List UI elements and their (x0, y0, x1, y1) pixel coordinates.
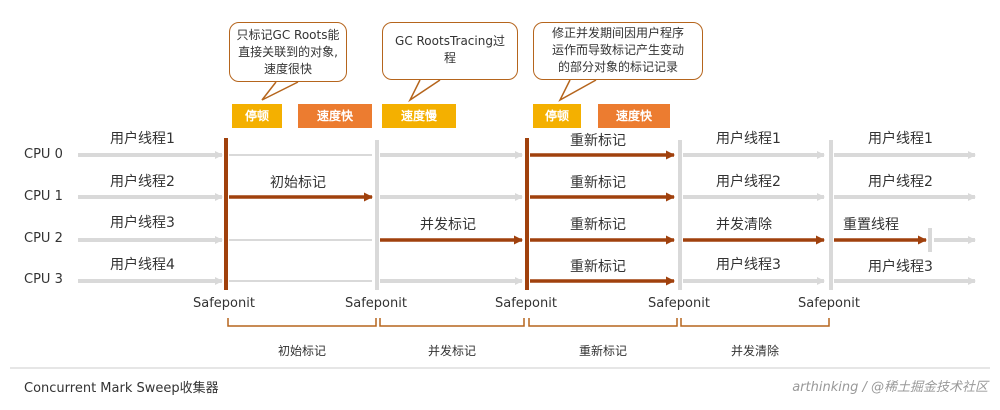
safepoint-label: Safeponit (648, 296, 710, 311)
note-remark: 修正并发期间因用户程序 运作而导致标记产生变动 的部分对象的标记记录 (533, 22, 703, 80)
remark-label: 重新标记 (570, 175, 626, 191)
phase-label: 并发清除 (730, 344, 779, 358)
user-thread-label: 用户线程1 (110, 131, 175, 147)
concurrent-sweep-label: 并发清除 (716, 217, 772, 233)
phase-bracket (528, 318, 678, 327)
user-thread-label: 用户线程4 (110, 257, 175, 273)
note-pointer (261, 81, 299, 101)
watermark: arthinking / @稀土掘金技术社区 (792, 380, 988, 395)
safepoint-label: Safeponit (495, 296, 557, 311)
note-pointer (408, 79, 441, 103)
remark-label: 重新标记 (570, 217, 626, 233)
user-thread-label: 用户线程1 (716, 131, 781, 147)
phase-label: 重新标记 (578, 344, 627, 358)
remark-label: 重新标记 (570, 259, 626, 275)
phase-label: 初始标记 (277, 344, 326, 358)
user-thread-label: 用户线程1 (868, 131, 933, 147)
initial-mark-label: 初始标记 (270, 175, 326, 191)
phase-label: 并发标记 (427, 344, 476, 358)
phase-bracket (227, 318, 377, 327)
concurrent-mark-label: 并发标记 (420, 217, 476, 233)
safepoint-label: Safeponit (193, 296, 255, 311)
diagram-caption: Concurrent Mark Sweep收集器 (24, 381, 219, 396)
user-thread-label: 用户线程3 (716, 257, 781, 273)
note-pointer (558, 79, 597, 102)
user-thread-label: 用户线程3 (868, 259, 933, 275)
cpu-label: CPU 2 (24, 231, 63, 246)
note-concurrent-mark: GC RootsTracing过 程 (382, 22, 518, 80)
phase-bracket (680, 318, 830, 327)
cpu-label: CPU 3 (24, 272, 63, 287)
tag-pause: 停顿 (533, 104, 581, 128)
cpu-label: CPU 1 (24, 189, 63, 204)
user-thread-label: 用户线程2 (110, 174, 175, 190)
user-thread-label: 用户线程3 (110, 215, 175, 231)
tag-fast: 速度快 (298, 104, 372, 128)
phase-bracket (379, 318, 525, 327)
user-thread-label: 用户线程2 (716, 174, 781, 190)
safepoint-label: Safeponit (345, 296, 407, 311)
tag-fast: 速度快 (598, 104, 670, 128)
remark-label: 重新标记 (570, 133, 626, 149)
cpu-label: CPU 0 (24, 147, 63, 162)
user-thread-label: 用户线程2 (868, 174, 933, 190)
tag-pause: 停顿 (232, 104, 282, 128)
reset-thread-label: 重置线程 (843, 217, 899, 233)
tag-slow: 速度慢 (382, 104, 456, 128)
note-initial-mark: 只标记GC Roots能 直接关联到的对象, 速度很快 (229, 22, 347, 82)
safepoint-label: Safeponit (798, 296, 860, 311)
